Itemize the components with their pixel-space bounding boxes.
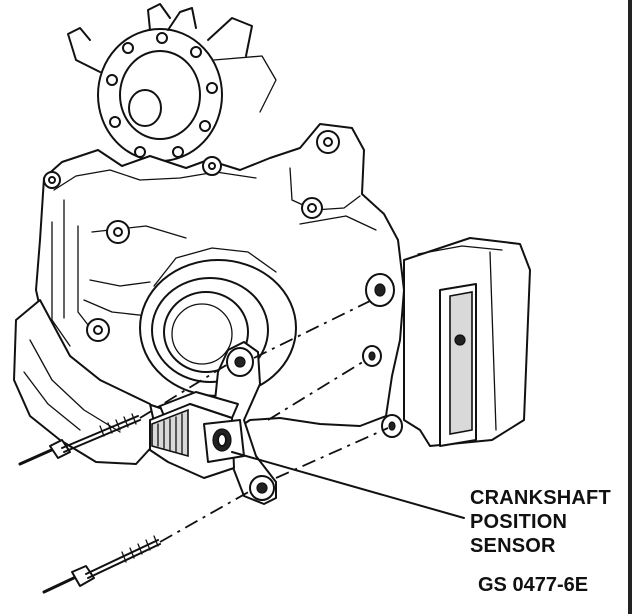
- figure-code: GS 0477-6E: [478, 574, 589, 596]
- page-border: [628, 0, 632, 614]
- upper-pulley-hub: [67, 3, 277, 162]
- crankshaft-position-sensor: [149, 391, 245, 479]
- callout-line-3: SENSOR: [470, 535, 556, 557]
- callout-leader: [231, 451, 465, 519]
- right-side-plate: [403, 237, 531, 447]
- lower-mounting-bolt: [42, 535, 161, 594]
- callout-line-2: POSITION: [470, 511, 568, 533]
- upper-mounting-bolt: [18, 413, 141, 466]
- sensor-bracket: [213, 341, 277, 505]
- sensor-callout-label: CRANKSHAFT POSITION SENSOR: [470, 486, 630, 558]
- callout-line-1: CRANKSHAFT: [470, 487, 611, 509]
